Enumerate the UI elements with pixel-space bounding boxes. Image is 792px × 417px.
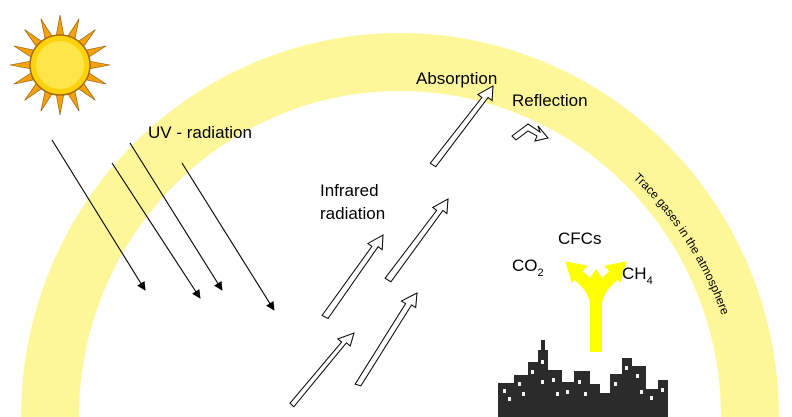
uv-arrow-1 [51, 139, 146, 291]
ch4-label: CH4 [622, 264, 653, 287]
co2-label: CO2 [512, 256, 544, 279]
infrared-arrow-3 [321, 234, 384, 320]
co2-subscript: 2 [538, 267, 544, 279]
reflection-arrow-icon [511, 123, 549, 142]
uv-arrow-4 [181, 162, 275, 311]
infrared-arrow-5 [429, 85, 494, 168]
uv-arrow-2 [111, 162, 201, 299]
co2-main: CO [512, 256, 538, 275]
city-skyline-icon [498, 340, 668, 417]
uv-radiation-label: UV - radiation [148, 123, 252, 142]
infrared-arrow-2 [354, 292, 418, 387]
city-windows [503, 360, 664, 401]
infrared-label-line1: Infrared [320, 181, 379, 200]
atmosphere-band [21, 33, 779, 417]
emission-arrows [565, 261, 627, 352]
uv-arrow-3 [129, 142, 223, 291]
infrared-arrow-1 [289, 332, 355, 408]
infrared-label-line2: radiation [320, 204, 385, 223]
infrared-arrows [289, 85, 494, 408]
ch4-subscript: 4 [647, 275, 653, 287]
uv-arrows [51, 139, 275, 311]
sun-ray [87, 60, 111, 70]
sun-ray [55, 14, 65, 38]
sun-ray [9, 60, 33, 70]
reflection-label: Reflection [512, 91, 588, 110]
sun-icon [9, 14, 111, 116]
ch4-main: CH [622, 264, 647, 283]
infrared-arrow-4 [384, 198, 449, 283]
absorption-label: Absorption [416, 69, 497, 88]
sun-ray [55, 92, 65, 116]
cfcs-label: CFCs [558, 229, 601, 248]
